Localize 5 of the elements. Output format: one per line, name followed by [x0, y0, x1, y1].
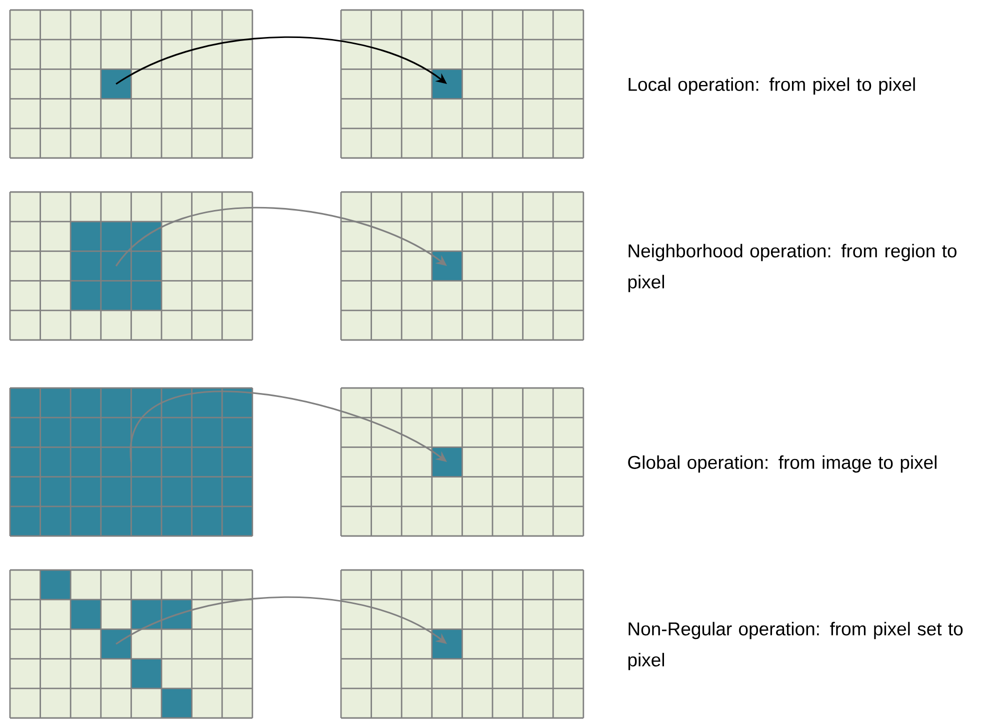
operation-description: Neighborhood operation: from region to pixel [628, 244, 956, 292]
operation-description: Non-Regular operation: from pixel set to pixel [628, 622, 963, 670]
image-area [10, 388, 252, 536]
operation-description: Local operation: from pixel to pixel [628, 77, 915, 95]
operation-description: Global operation: from image to pixel [628, 455, 936, 473]
